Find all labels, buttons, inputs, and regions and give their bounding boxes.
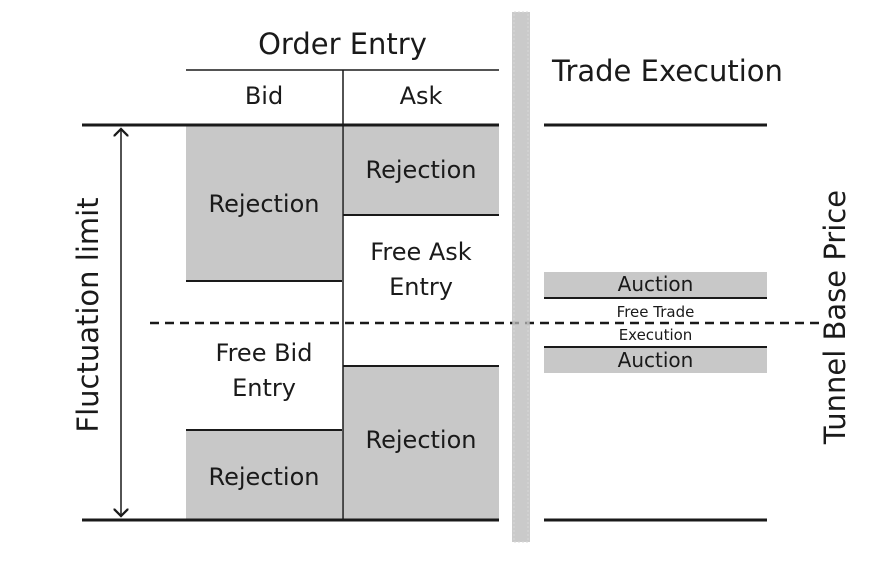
trade-execution-title: Trade Execution — [552, 54, 783, 88]
fluctuation-limit-label: Fluctuation limit — [71, 197, 105, 433]
free-trade-execution-line2: Execution — [618, 326, 693, 344]
upper-auction-label: Auction — [617, 272, 694, 296]
free-bid-entry-line1: Free Bid — [215, 339, 313, 367]
ask-bottom-rejection-zone — [343, 366, 499, 520]
free-ask-entry-line1: Free Ask — [370, 238, 472, 266]
tunnel-base-price-label: Tunnel Base Price — [818, 189, 852, 445]
order-entry-title: Order Entry — [258, 27, 427, 61]
free-trade-execution-line1: Free Trade — [616, 303, 695, 321]
ask-top-rejection-zone — [343, 125, 499, 215]
bid-top-rejection-label: Rejection — [208, 190, 320, 218]
section-separator — [512, 12, 530, 542]
lower-auction-label: Auction — [617, 348, 694, 372]
ask-column-header: Ask — [399, 82, 443, 110]
free-ask-entry-line2: Entry — [389, 273, 453, 301]
bid-column-header: Bid — [244, 82, 284, 110]
bid-top-rejection-zone — [186, 125, 342, 281]
upper-auction-zone — [544, 272, 767, 297]
ask-bottom-rejection-label: Rejection — [365, 426, 477, 454]
bid-bottom-rejection-label: Rejection — [208, 463, 320, 491]
bid-bottom-rejection-zone — [186, 430, 342, 520]
free-bid-entry-line2: Entry — [232, 374, 296, 402]
ask-top-rejection-label: Rejection — [365, 156, 477, 184]
lower-auction-zone — [544, 348, 767, 373]
